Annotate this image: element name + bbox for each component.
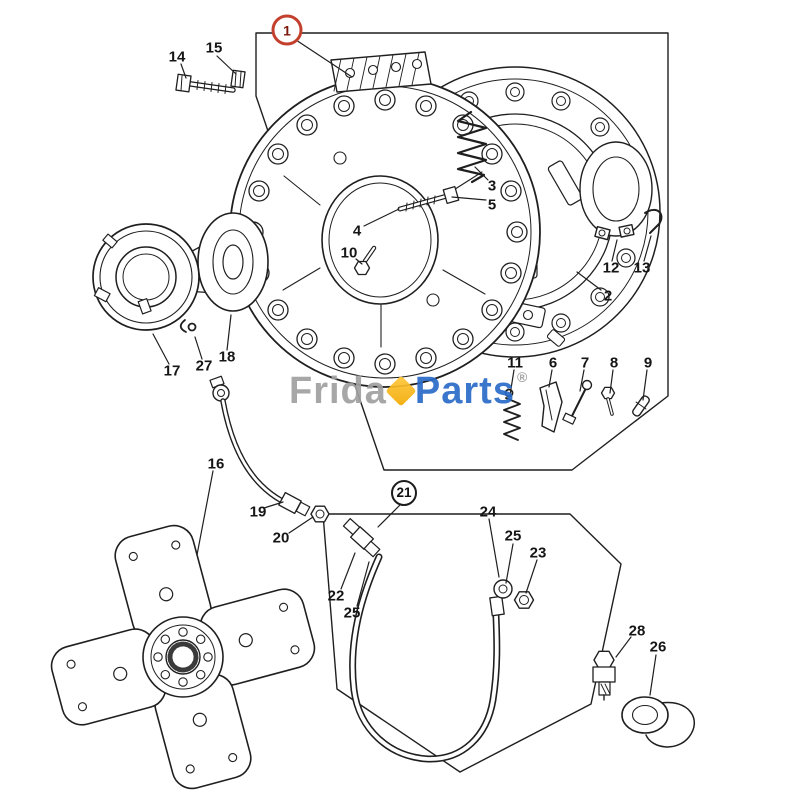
callout-20: 20 [272,529,290,547]
callout-2: 2 [603,287,613,305]
coil-spring [456,110,488,184]
stud-bolt [397,185,460,212]
lower-panel-border [322,513,622,773]
dust-cap-26 [621,696,695,748]
callout-7: 7 [580,354,590,372]
callout-12: 12 [602,259,620,277]
callout-25: 25 [504,527,522,545]
hose-assembly [342,518,535,763]
bolt-10 [353,245,377,276]
registered-mark-icon: ® [516,369,529,385]
watermark-text-left: Frida [289,370,387,412]
callout-8: 8 [609,354,619,372]
callout-18: 18 [218,348,236,366]
retainer-clip [644,208,663,234]
callout-22: 22 [327,587,345,605]
clutch-disc [46,520,320,794]
callout-17: 17 [163,362,181,380]
callout-21: 21 [391,480,417,506]
callout-15: 15 [205,39,223,57]
leader-lines [152,39,657,696]
pipe-assembly-19-20 [209,375,330,523]
callout-16: 16 [207,455,225,473]
release-bearing [92,223,200,331]
watermark-text-right: Parts [414,370,515,412]
screw-8 [600,386,616,416]
callout-26: 26 [649,638,667,656]
callout-24: 24 [479,503,497,521]
hex-bolt-14 [175,73,236,94]
callout-23: 23 [529,544,547,562]
bracket-6 [539,381,563,433]
callout-28: 28 [628,622,646,640]
watermark-logo: Frida Parts ® [289,369,529,412]
callout-6: 6 [548,354,558,372]
callout-9: 9 [643,354,653,372]
retainer-ring [579,141,653,241]
callout-10: 10 [340,244,358,262]
callout-13: 13 [633,259,651,277]
cover-mounting-flange [330,51,432,93]
pin-9 [632,395,650,417]
callout-11: 11 [507,354,523,372]
upper-panel-border [255,32,669,471]
retaining-clip-27 [179,319,197,333]
callout-14: 14 [168,48,186,66]
bleeder-screw-28 [592,650,616,701]
lever-7 [562,379,593,425]
tension-spring-11 [503,388,521,441]
callout-19: 19 [249,503,267,521]
callout-5: 5 [487,196,497,214]
callout-25: 25 [343,604,361,622]
callout-4: 4 [352,222,362,240]
callout-1: 1 [271,14,303,46]
callout-3: 3 [487,177,497,195]
callout-27: 27 [195,357,213,375]
